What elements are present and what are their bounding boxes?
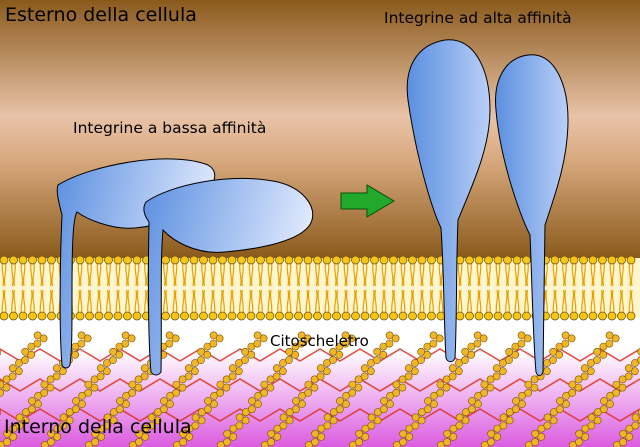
high-affinity-label: Integrine ad alta affinità [384, 9, 572, 27]
low-affinity-label: Integrine a bassa affinità [73, 119, 267, 137]
low-affinity-integrin-2 [143, 178, 314, 376]
actin-filaments [0, 331, 640, 447]
green-arrow-right-icon [340, 184, 395, 218]
intracellular-label: Interno della cellula [4, 416, 192, 438]
high-affinity-integrin-2 [495, 54, 569, 377]
high-affinity-integrin-1 [406, 39, 491, 363]
extracellular-label: Esterno della cellula [5, 4, 197, 26]
cytoskeleton-label: Citoscheletro [270, 332, 369, 350]
